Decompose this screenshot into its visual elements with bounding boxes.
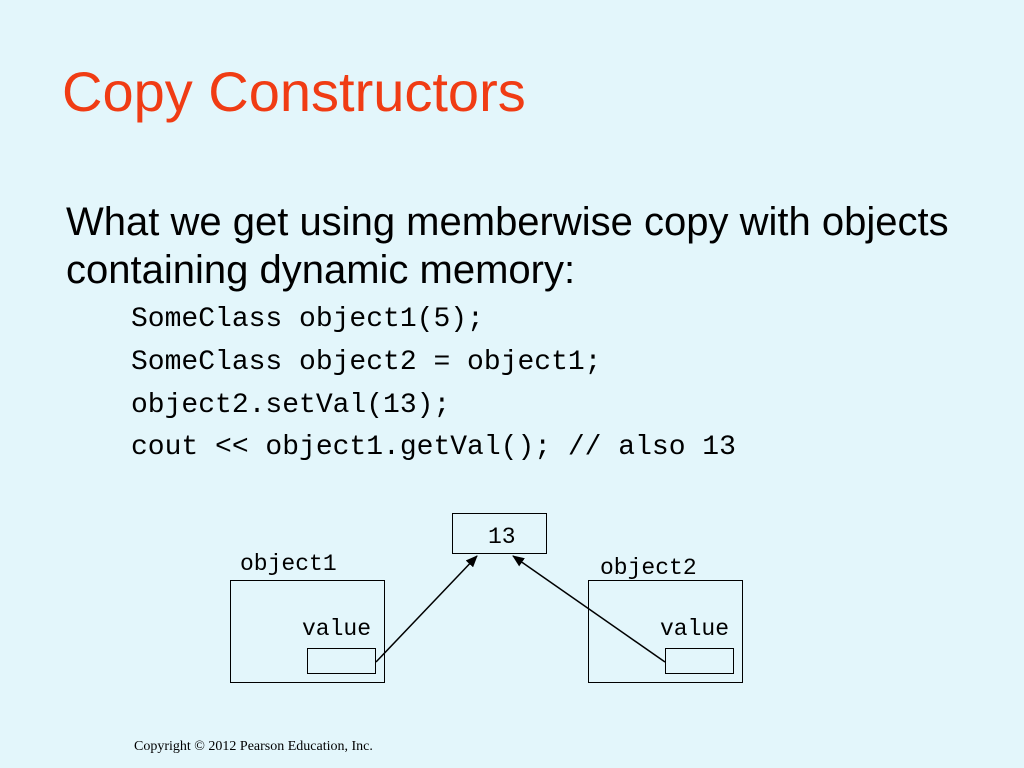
code-line-1: SomeClass object1(5);	[131, 304, 484, 335]
object1-box	[230, 580, 385, 683]
object2-pointer-box	[665, 648, 734, 674]
object1-pointer-arrow	[375, 555, 478, 663]
shared-memory-value: 13	[488, 524, 516, 550]
shared-memory-box	[452, 513, 547, 554]
code-line-4: cout << object1.getVal(); // also 13	[131, 432, 736, 463]
code-line-2: SomeClass object2 = object1;	[131, 347, 602, 378]
object2-label: object2	[600, 555, 697, 581]
object1-label: object1	[240, 551, 337, 577]
object2-pointer-arrow	[512, 555, 666, 663]
intro-text: What we get using memberwise copy with o…	[66, 200, 949, 292]
object1-pointer-box	[307, 648, 376, 674]
object2-field-label: value	[660, 616, 730, 642]
slide-title: Copy Constructors	[62, 60, 526, 123]
code-line-3: object2.setVal(13);	[131, 390, 451, 421]
object1-field-label: value	[302, 616, 372, 642]
copyright-footer: Copyright © 2012 Pearson Education, Inc.	[134, 739, 373, 754]
object2-box	[588, 580, 743, 683]
